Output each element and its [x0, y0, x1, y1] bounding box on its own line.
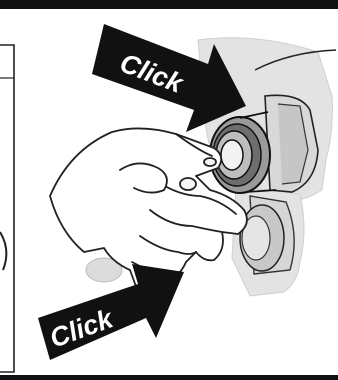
top-frame-bar: [0, 0, 338, 9]
left-panel-border: [0, 45, 14, 372]
left-panel-curve: [0, 232, 6, 270]
bottom-frame-bar: [0, 375, 338, 380]
